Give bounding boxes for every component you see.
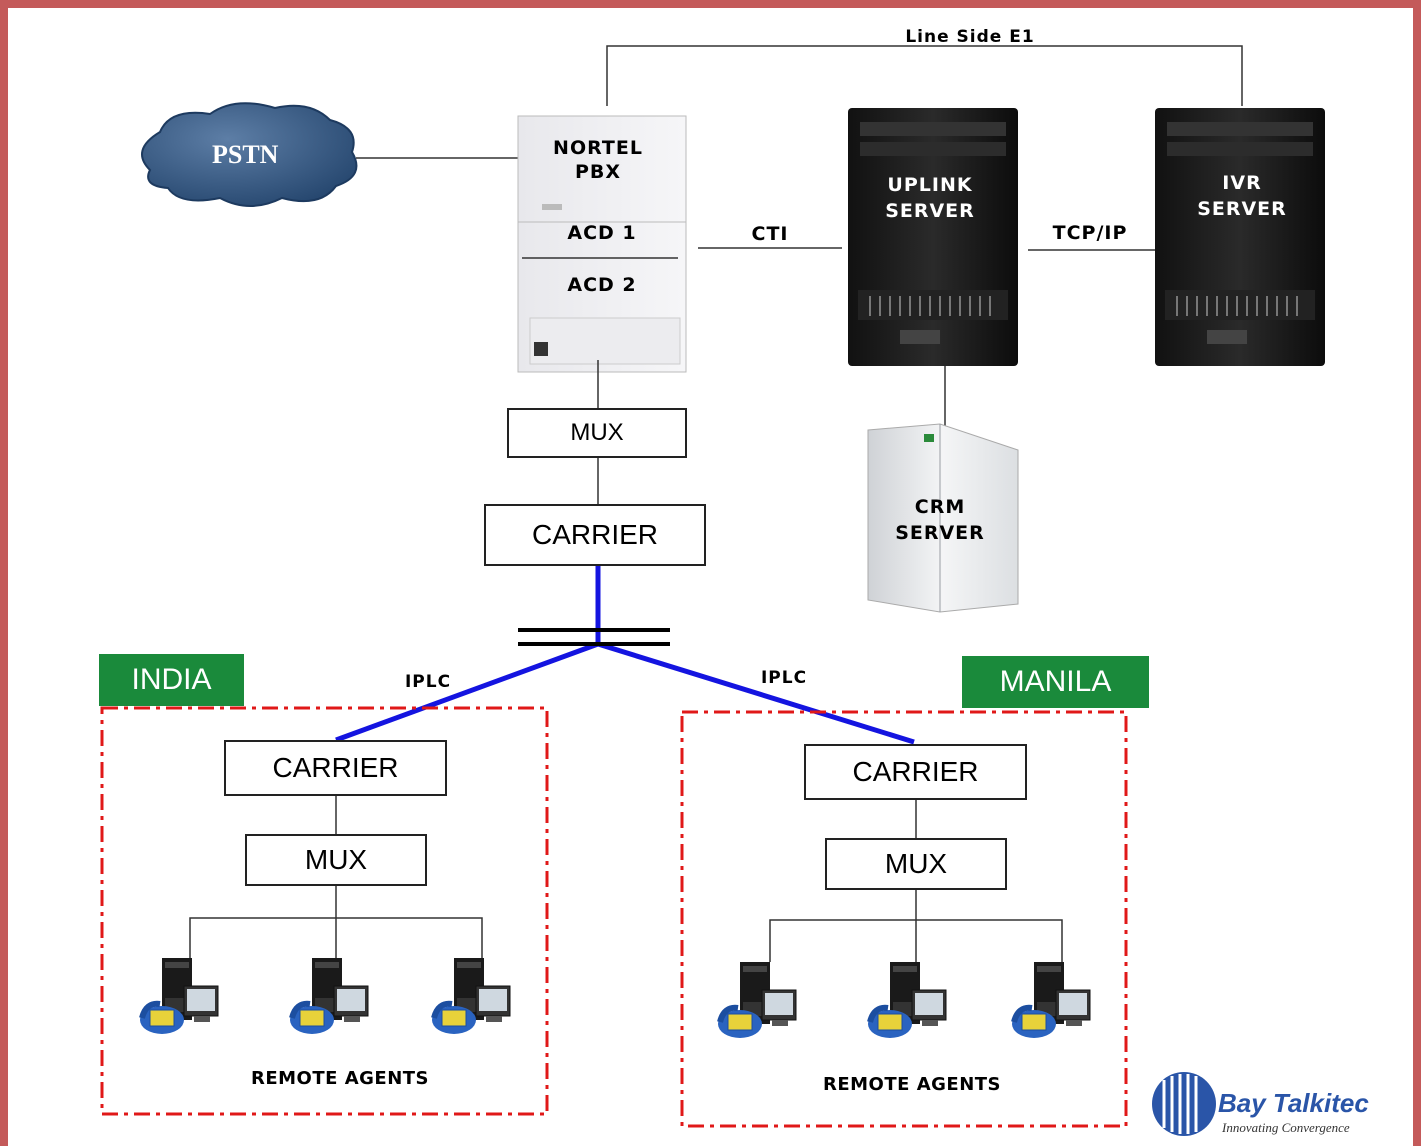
acd1-label: ACD 1 — [567, 222, 637, 244]
manila-region-boundary — [680, 710, 1128, 1128]
crm-server-icon — [867, 423, 1019, 613]
manila-agent-1-icon — [718, 962, 796, 1038]
bay-talkitec-logo-name: Bay Talkitec — [1218, 1088, 1369, 1118]
pstn-label: PSTN — [212, 140, 279, 169]
manila-agent-2-icon — [868, 962, 946, 1038]
india-region-boundary — [100, 706, 549, 1116]
iplc-left-label: IPLC — [404, 672, 452, 692]
india-agent-1-icon — [140, 958, 218, 1034]
line-side-e1-label: Line Side E1 — [905, 27, 1035, 47]
central-mux-box: MUX — [507, 408, 687, 458]
india-carrier-box: CARRIER — [224, 740, 447, 796]
acd2-label: ACD 2 — [567, 274, 637, 296]
india-mux-box: MUX — [245, 834, 427, 886]
india-agent-2-icon — [290, 958, 368, 1034]
manila-region-tag: MANILA — [962, 656, 1149, 708]
iplc-india-link — [335, 641, 599, 743]
nortel-pbx-icon — [517, 115, 687, 373]
hub-junction-icon — [518, 628, 670, 646]
crm-server-label: CRM SERVER — [895, 496, 985, 544]
bay-talkitec-logo-tagline: Innovating Convergence — [1222, 1120, 1350, 1135]
tcpip-label: TCP/IP — [1052, 222, 1128, 244]
uplink-server-icon — [848, 108, 1018, 366]
central-carrier-box: CARRIER — [484, 504, 706, 566]
manila-mux-box: MUX — [825, 838, 1007, 890]
pstn-cloud-icon — [141, 102, 358, 207]
ivr-server-label: IVR SERVER — [1197, 172, 1287, 220]
iplc-manila-link — [597, 641, 915, 745]
india-agents-bus — [189, 917, 483, 960]
india-region-tag: INDIA — [99, 654, 244, 706]
iplc-right-label: IPLC — [760, 668, 808, 688]
manila-carrier-box: CARRIER — [804, 744, 1027, 800]
line-side-e1-link — [606, 45, 1243, 106]
manila-remote-agents-label: REMOTE AGENTS — [822, 1074, 1002, 1095]
ivr-server-icon — [1155, 108, 1325, 366]
cti-label: CTI — [751, 223, 789, 245]
india-agent-3-icon — [432, 958, 510, 1034]
nortel-pbx-label: NORTEL PBX — [553, 137, 643, 183]
manila-agent-3-icon — [1012, 962, 1090, 1038]
manila-agents-bus — [769, 919, 1063, 962]
india-remote-agents-label: REMOTE AGENTS — [250, 1068, 430, 1089]
bay-talkitec-logo-icon — [1152, 1072, 1216, 1136]
uplink-server-label: UPLINK SERVER — [885, 174, 975, 222]
